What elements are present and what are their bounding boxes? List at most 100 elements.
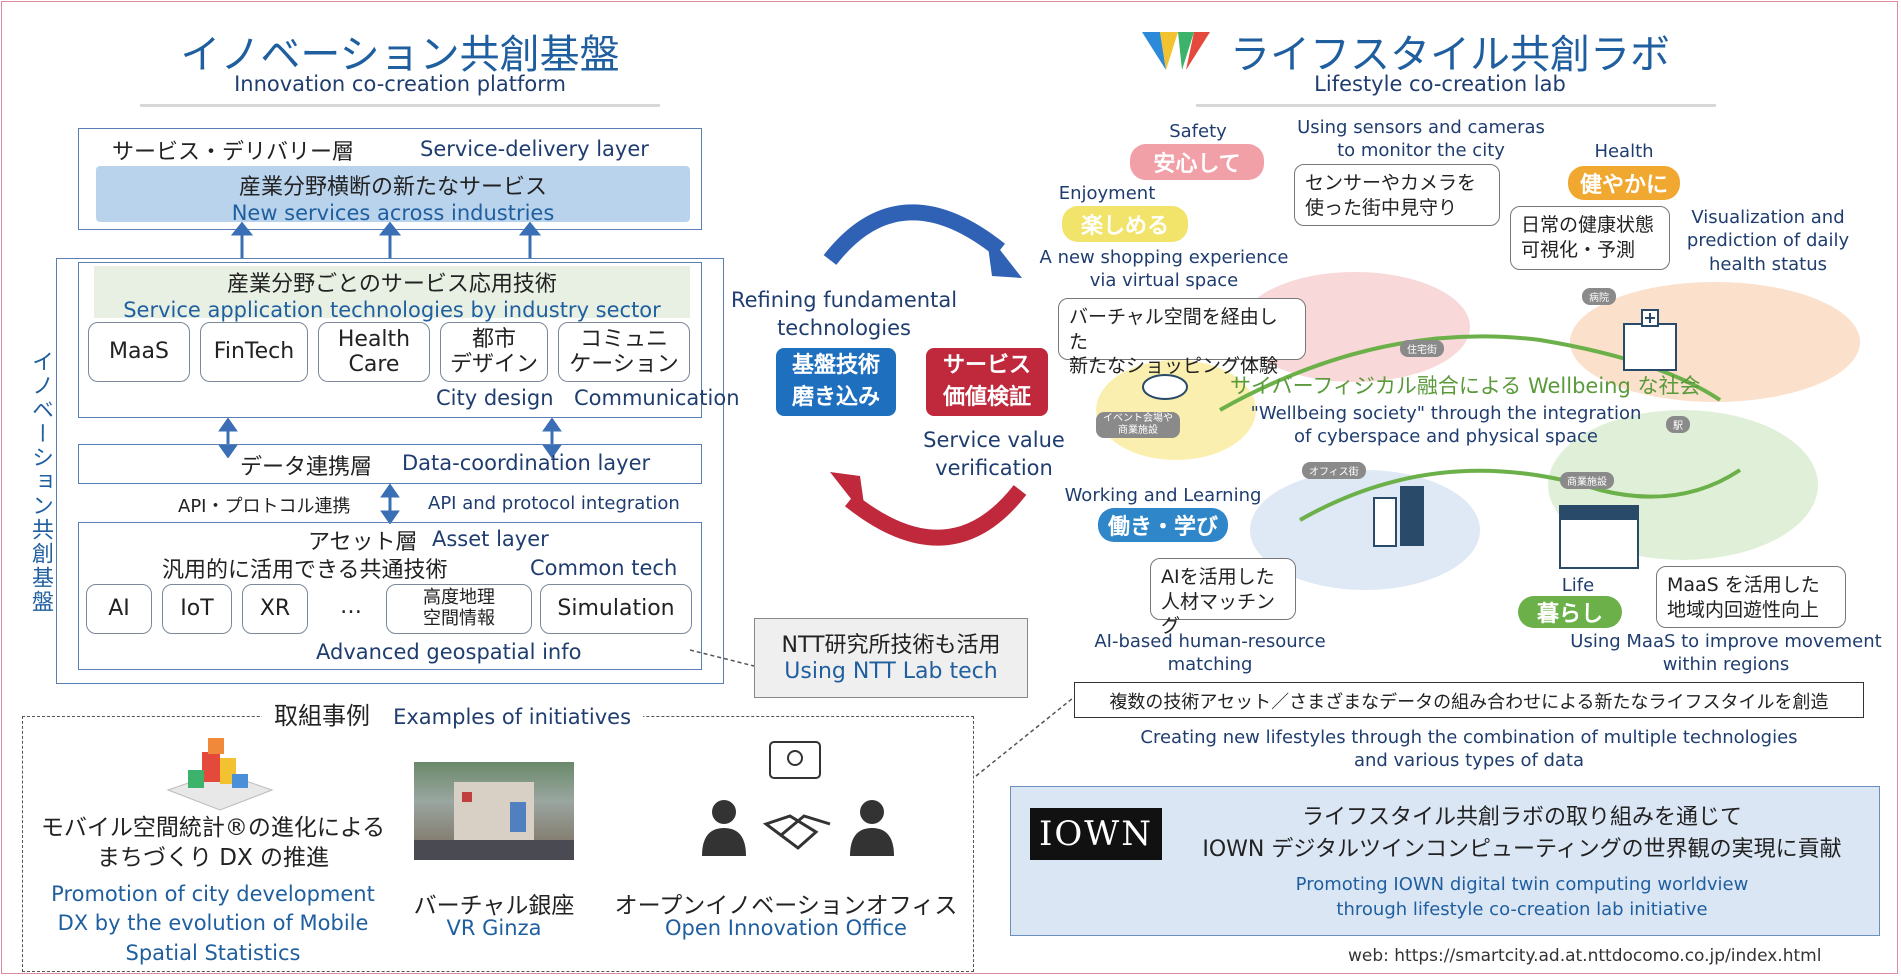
new-services-en: New services across industries xyxy=(231,201,555,225)
tag-commercial: 商業施設 xyxy=(1560,472,1614,489)
sector-maas: MaaS xyxy=(88,322,190,382)
sector-healthcare: Health Care xyxy=(318,322,430,382)
work-en: Working and Learning xyxy=(1064,485,1262,506)
mobile-statistics-icon xyxy=(166,738,274,811)
ai-callout: AIを活用した 人材マッチング xyxy=(1150,558,1296,637)
combo-box: 複数の技術アセット／さまざまなデータの組み合わせによる新たなライフスタイルを創造 xyxy=(1074,682,1864,718)
combo-en: Creating new lifestyles through the comb… xyxy=(1140,727,1798,772)
tag-event: イベント会場や 商業施設 xyxy=(1096,412,1180,438)
app-tech-box xyxy=(78,262,702,418)
health-en: Health xyxy=(1594,141,1654,162)
web-url[interactable]: web: https://smartcity.ad.at.nttdocomo.c… xyxy=(1348,946,1822,966)
example-2-en: VR Ginza xyxy=(446,916,542,940)
asset-ellipsis: … xyxy=(340,594,362,619)
life-badge: 暮らし xyxy=(1518,596,1622,628)
example-2-jp: バーチャル銀座 xyxy=(413,893,575,919)
verify-jp-badge: サービス 価値検証 xyxy=(926,348,1048,416)
new-services-band: 産業分野横断の新たなサービス New services across indus… xyxy=(96,166,690,225)
iown-logo-text: IOWN xyxy=(1038,814,1153,854)
vertical-platform-label: イノベーション共創基盤 xyxy=(28,350,53,614)
data-layer-en: Data-coordination layer xyxy=(402,451,651,475)
app-tech-jp: 産業分野ごとのサービス応用技術 xyxy=(227,272,557,297)
sector-communication: コミュニ ケーション xyxy=(558,322,690,382)
right-title-rule xyxy=(1196,104,1716,107)
example-3-en: Open Innovation Office xyxy=(665,916,907,940)
app-tech-en: Service application technologies by indu… xyxy=(123,298,661,322)
ntt-lab-en: Using NTT Lab tech xyxy=(784,659,998,684)
office-building-icon xyxy=(1373,486,1424,547)
refine-jp-badge: 基盤技術 磨き込み xyxy=(776,348,896,416)
service-delivery-jp: サービス・デリバリー層 xyxy=(112,140,355,165)
asset-layer-jp: アセット層 xyxy=(308,530,418,555)
left-title-en: Innovation co-creation platform xyxy=(234,72,566,96)
examples-header: 取組事例 Examples of initiatives xyxy=(262,696,644,731)
asset-layer-en: Asset layer xyxy=(432,527,549,551)
tag-station: 駅 xyxy=(1666,416,1690,433)
communication-en: Communication xyxy=(574,386,740,410)
ntt-connector xyxy=(690,649,755,667)
wellbeing-en: "Wellbeing society" through the integrat… xyxy=(1250,403,1642,448)
left-title-jp: イノベーション共創基盤 xyxy=(180,32,620,78)
ntt-lab-box: NTT研究所技術も活用 Using NTT Lab tech xyxy=(754,618,1028,698)
lab-logo-icon xyxy=(1142,32,1210,70)
combo-connector xyxy=(975,693,1079,777)
app-tech-band: 産業分野ごとのサービス応用技術 Service application tech… xyxy=(94,266,690,322)
up-arrows xyxy=(230,222,542,258)
asset-ai: AI xyxy=(86,584,152,634)
tag-residential: 住宅街 xyxy=(1400,340,1444,357)
shopping-callout: バーチャル空間を経由した 新たなショッピング体験 xyxy=(1058,298,1306,377)
example-1-jp: モバイル空間統計®の進化による まちづくり DX の推進 xyxy=(40,815,386,871)
health-badge: 健やかに xyxy=(1568,166,1680,200)
enjoy-badge: 楽しめる xyxy=(1062,206,1188,242)
tag-office: オフィス街 xyxy=(1302,462,1366,479)
health-vis-en: Visualization and prediction of daily he… xyxy=(1686,207,1850,275)
hospital-blob xyxy=(1570,282,1860,402)
enjoy-en: Enjoyment xyxy=(1058,183,1156,204)
right-title-jp: ライフスタイル共創ラボ xyxy=(1230,32,1670,78)
maas-en: Using MaaS to improve movement within re… xyxy=(1570,631,1882,676)
city-design-en: City design xyxy=(436,386,554,410)
vr-ginza-image xyxy=(414,762,574,860)
maas-callout: MaaS を活用した 地域内回遊性向上 xyxy=(1656,566,1846,628)
asset-iot: IoT xyxy=(162,584,232,634)
platform-frame xyxy=(56,258,724,684)
left-title-rule xyxy=(140,104,660,107)
data-layer-jp: データ連携層 xyxy=(240,455,373,480)
iown-logo: IOWN xyxy=(1030,808,1162,860)
asset-xr: XR xyxy=(242,584,308,634)
wellbeing-jp: サイバーフィジカル融合による Wellbeing な社会 xyxy=(1230,374,1701,398)
sensors-callout: センサーやカメラを 使った街中見守り xyxy=(1294,164,1500,226)
new-services-jp: 産業分野横断の新たなサービス xyxy=(238,175,547,200)
hospital-building-icon xyxy=(1623,309,1677,371)
shopping-en: A new shopping experience via virtual sp… xyxy=(1039,247,1289,292)
common-tech-en: Common tech xyxy=(530,556,678,580)
tag-hospital: 病院 xyxy=(1582,288,1616,305)
open-office-icon xyxy=(702,741,894,856)
right-title-en: Lifestyle co-creation lab xyxy=(1314,72,1566,96)
health-callout: 日常の健康状態 可視化・予測 xyxy=(1510,206,1670,270)
sector-city-design: 都市 デザイン xyxy=(440,322,548,382)
iown-en: Promoting IOWN digital twin computing wo… xyxy=(1295,874,1749,921)
api-arrow xyxy=(380,484,400,524)
sensors-en: Using sensors and cameras to monitor the… xyxy=(1297,117,1545,162)
safety-badge: 安心して xyxy=(1130,144,1264,180)
refine-en: Refining fundamental technologies xyxy=(730,288,958,341)
api-jp: API・プロトコル連携 xyxy=(178,496,351,517)
geo-en: Advanced geospatial info xyxy=(316,640,582,664)
safety-en: Safety xyxy=(1169,121,1227,142)
api-en: API and protocol integration xyxy=(428,493,680,514)
example-1-en: Promotion of city development DX by the … xyxy=(51,882,375,965)
examples-title-jp: 取組事例 xyxy=(274,702,370,730)
examples-title-en: Examples of initiatives xyxy=(393,705,632,729)
asset-geo: 高度地理 空間情報 xyxy=(386,584,532,634)
asset-layer-box xyxy=(78,522,702,670)
stadium-icon xyxy=(1142,374,1188,400)
common-tech-jp: 汎用的に活用できる共通技術 xyxy=(162,558,448,583)
service-delivery-en: Service-delivery layer xyxy=(420,137,649,161)
ai-en: AI-based human-resource matching xyxy=(1094,631,1326,676)
ntt-lab-jp: NTT研究所技術も活用 xyxy=(781,633,1001,658)
example-3-jp: オープンイノベーションオフィス xyxy=(614,893,958,919)
combo-jp: 複数の技術アセット／さまざまなデータの組み合わせによる新たなライフスタイルを創造 xyxy=(1109,692,1829,713)
iown-jp: ライフスタイル共創ラボの取り組みを通じて IOWN デジタルツインコンピューティ… xyxy=(1202,805,1842,862)
